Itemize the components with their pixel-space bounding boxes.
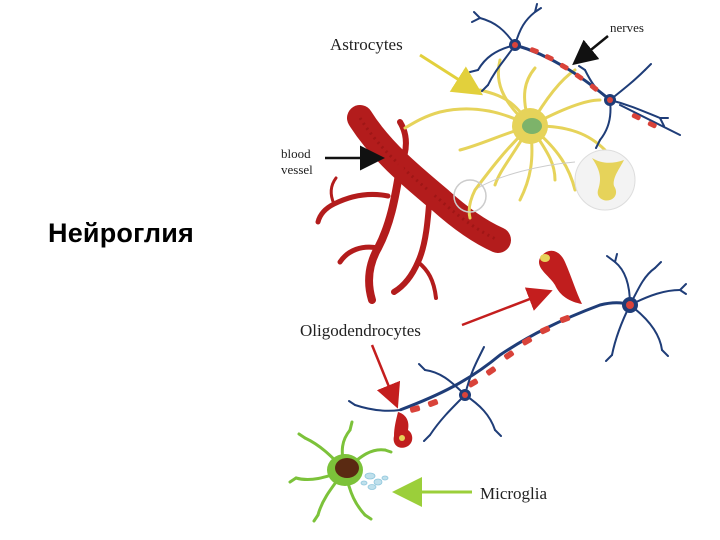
label-blood-vessel-line2: vessel <box>281 162 313 177</box>
oligodendrocytes-arrow-up <box>461 287 553 327</box>
label-microglia: Microglia <box>480 484 547 503</box>
blood-vessel-icon <box>315 105 511 304</box>
label-astrocytes: Astrocytes <box>330 35 403 54</box>
label-nerves: nerves <box>610 20 644 35</box>
neuron-cell-icon <box>469 3 681 149</box>
astrocytes-arrow <box>419 53 484 96</box>
nerves-arrow <box>572 35 609 66</box>
slide-title: Нейроглия <box>48 218 194 248</box>
label-oligodendrocytes: Oligodendrocytes <box>300 321 421 340</box>
oligodendrocytes-arrow-down <box>370 344 401 409</box>
oligodendrocyte-cell-icon <box>348 250 687 448</box>
microglia-cell-icon <box>288 420 393 523</box>
label-blood-vessel-line1: blood <box>281 146 311 161</box>
